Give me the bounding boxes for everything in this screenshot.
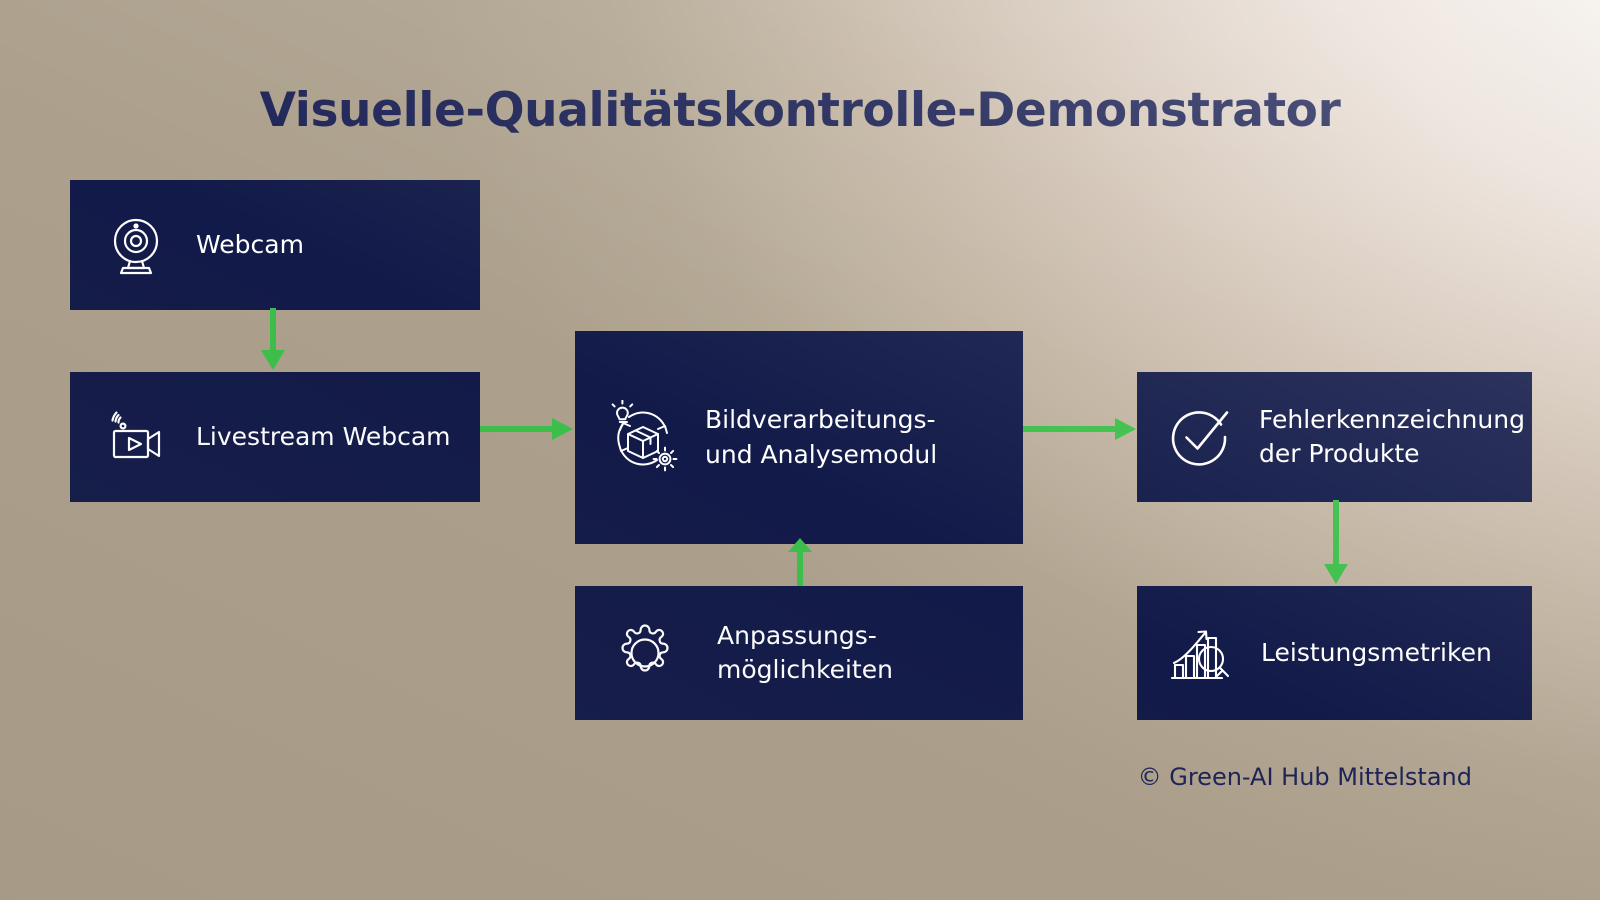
- node-detection[interactable]: Fehlerkennzeichnung der Produkte: [1137, 372, 1532, 502]
- chart-magnifier-icon: [1167, 619, 1235, 687]
- gear-icon: [611, 619, 679, 687]
- page-title: Visuelle-Qualitätskontrolle-Demonstrator: [259, 83, 1341, 139]
- node-webcam-label: Webcam: [196, 229, 304, 259]
- node-webcam[interactable]: Webcam: [70, 180, 480, 310]
- node-livestream[interactable]: Livestream Webcam: [70, 372, 480, 502]
- node-metrics[interactable]: Leistungsmetriken: [1137, 586, 1532, 720]
- arrow-livestream-to-processing: [480, 414, 576, 444]
- node-settings[interactable]: Anpassungs- möglichkeiten: [575, 586, 1023, 720]
- arrow-processing-to-detection: [1023, 414, 1139, 444]
- node-metrics-label: Leistungsmetriken: [1261, 637, 1492, 667]
- livestream-video-icon: [104, 405, 168, 469]
- node-detection-label: Fehlerkennzeichnung der Produkte: [1259, 404, 1525, 469]
- node-processing[interactable]: Bildverarbeitungs- und Analysemodul: [575, 331, 1023, 544]
- node-processing-label: Bildverarbeitungs- und Analysemodul: [705, 405, 938, 469]
- node-settings-label: Anpassungs- möglichkeiten: [717, 620, 893, 685]
- copyright-notice: © Green-AI Hub Mittelstand: [1137, 763, 1472, 791]
- arrow-webcam-to-livestream: [248, 308, 298, 372]
- node-livestream-label: Livestream Webcam: [196, 421, 451, 451]
- arrow-detection-to-metrics: [1311, 500, 1361, 586]
- image-processing-icon: [605, 399, 681, 476]
- webcam-icon: [104, 213, 168, 277]
- arrow-settings-to-processing: [775, 538, 825, 588]
- check-circle-icon: [1167, 403, 1235, 471]
